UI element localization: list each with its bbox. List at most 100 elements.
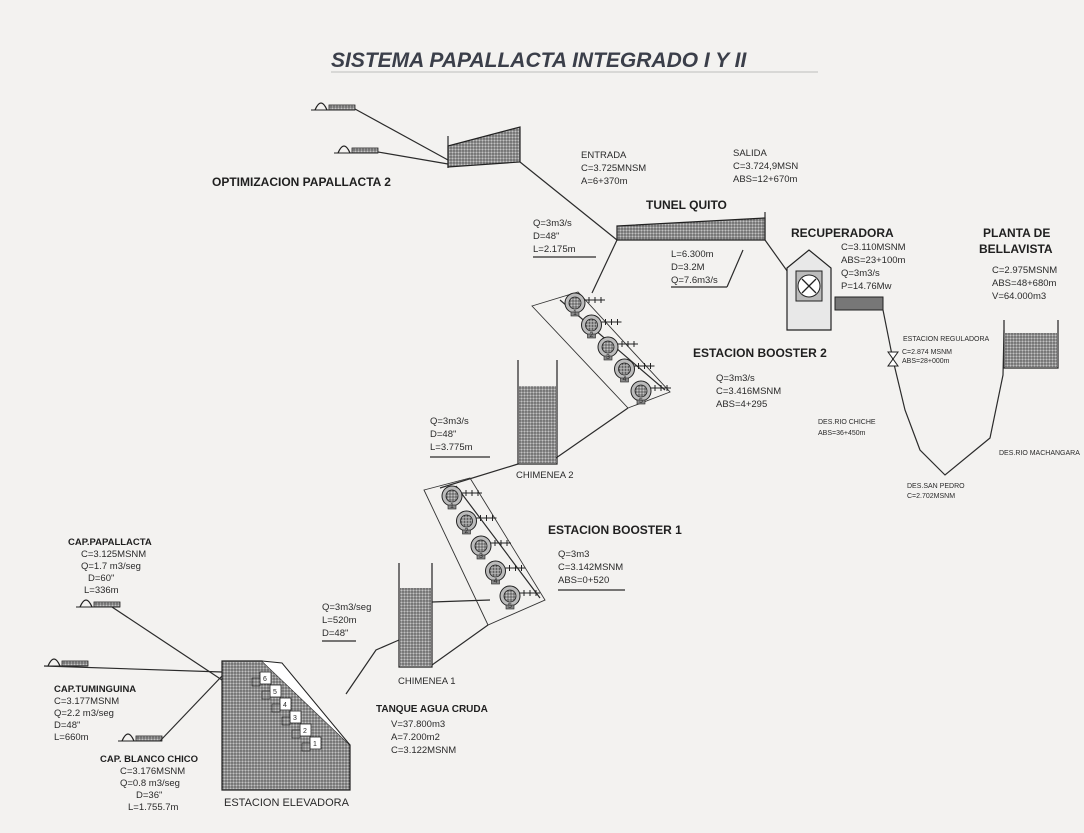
sanpedro-cota: C=2.702MSNM	[907, 493, 955, 500]
cap-papallacta-length: L=336m	[84, 585, 119, 596]
bellavista-title-1: PLANTA DE	[983, 226, 1050, 240]
pipe-opt-tunel	[519, 161, 618, 241]
chimenea1-tank	[400, 588, 431, 666]
sanpedro-title: DES.SAN PEDRO	[907, 483, 965, 490]
entrada-title: ENTRADA	[581, 150, 627, 161]
booster2-pump-icon	[581, 314, 622, 339]
booster2-pump-number: 5	[639, 398, 643, 405]
elevadora-building	[221, 660, 351, 791]
pipe-papallacta	[111, 606, 223, 681]
salida-abs: ABS=12+670m	[733, 174, 798, 185]
cap-tuminguina-flow: Q=2.2 m3/seg	[54, 708, 114, 719]
optimizacion-label: OPTIMIZACION PAPALLACTA 2	[212, 175, 391, 189]
pipe-low-length: L=520m	[322, 615, 357, 626]
booster1-pump-icon	[485, 560, 526, 585]
elevadora-pump-number: 5	[273, 689, 277, 696]
cap-tuminguina-cota: C=3.177MSNM	[54, 696, 119, 707]
pipe-top-diameter: D=48"	[533, 231, 559, 242]
pipe-to-bellavista	[882, 309, 1005, 476]
cap-papallacta-cota: C=3.125MSNM	[81, 549, 146, 560]
tanque-title: TANQUE AGUA CRUDA	[376, 704, 488, 715]
booster2-pump-icon	[614, 358, 655, 383]
chimenea2-label: CHIMENEA 2	[516, 470, 574, 481]
reguladora-title: ESTACION REGULADORA	[903, 336, 990, 343]
pipe-tuminguina	[43, 665, 223, 673]
cap-papallacta-flow: Q=1.7 m3/seg	[81, 561, 141, 572]
salida-cota: C=3.724,9MSN	[733, 161, 798, 172]
booster2-title: ESTACION BOOSTER 2	[693, 346, 827, 360]
chiche-title: DES.RIO CHICHE	[818, 419, 876, 426]
cap-tuminguina-diameter: D=48"	[54, 720, 80, 731]
booster2-pump-number: 1	[573, 310, 577, 317]
tunel-quito	[616, 217, 766, 241]
tunel-flow: Q=7.6m3/s	[671, 275, 718, 286]
entrada-abs: A=6+370m	[581, 176, 628, 187]
chimenea2-tank	[519, 386, 556, 463]
pipe-top-length: L=2.175m	[533, 244, 576, 255]
tunel-title: TUNEL QUITO	[646, 198, 727, 212]
pipe-blanco-chico	[159, 675, 223, 742]
machangara-title: DES.RIO MACHANGARA	[999, 450, 1080, 457]
bellavista-title-2: BELLAVISTA	[979, 242, 1053, 256]
recuperadora-flow: Q=3m3/s	[841, 268, 880, 279]
reguladora-abs: ABS=28+000m	[902, 358, 950, 365]
booster1-frame	[423, 477, 546, 626]
optimizacion-tank	[447, 126, 521, 168]
booster1-abs: ABS=0+520	[558, 575, 609, 586]
tanque-cota: C=3.122MSNM	[391, 745, 456, 756]
booster1-pump-number: 1	[450, 503, 454, 510]
booster1-pump-number: 4	[494, 578, 498, 585]
tanque-area: A=7.200m2	[391, 732, 440, 743]
pipe-mid-diameter: D=48"	[430, 429, 456, 440]
booster2-abs: ABS=4+295	[716, 399, 767, 410]
pipe-mid-length: L=3.775m	[430, 442, 473, 453]
cap-papallacta-diameter: D=60"	[88, 573, 114, 584]
intake-opt-2-icon	[333, 145, 379, 154]
intake-opt-1-icon	[310, 102, 356, 111]
pipe-mid-flow: Q=3m3/s	[430, 416, 469, 427]
pipe-top-flow: Q=3m3/s	[533, 218, 572, 229]
chiche-abs: ABS=36+450m	[818, 430, 866, 437]
pipe-opt-2	[377, 151, 449, 165]
elevadora-pump-icon	[261, 690, 271, 700]
booster1-pump-number: 2	[465, 528, 469, 535]
booster2-pump-icon	[597, 336, 639, 361]
booster2-flow: Q=3m3/s	[716, 373, 755, 384]
cap-tuminguina-length: L=660m	[54, 732, 89, 743]
booster2-cota: C=3.416MSNM	[716, 386, 781, 397]
elevadora-label: ESTACION ELEVADORA	[224, 797, 350, 809]
elevadora-pump-number: 1	[313, 741, 317, 748]
recuperadora-power: P=14.76Mw	[841, 281, 892, 292]
cap-blanco-length: L=1.755.7m	[128, 802, 179, 813]
cap-blanco-flow: Q=0.8 m3/seg	[120, 778, 180, 789]
tunel-diameter: D=3.2M	[671, 262, 705, 273]
elevadora-pump-icon	[251, 677, 261, 687]
bellavista-volume: V=64.000m3	[992, 291, 1046, 302]
recuperadora-outlet	[834, 296, 884, 311]
bellavista-tank	[1005, 333, 1057, 367]
cap-blanco-cota: C=3.176MSNM	[120, 766, 185, 777]
booster2-pump-number: 2	[590, 332, 594, 339]
elevadora-pump-number: 4	[283, 702, 287, 709]
entrada-cota: C=3.725MNSM	[581, 163, 646, 174]
booster1-cota: C=3.142MSNM	[558, 562, 623, 573]
bellavista-abs: ABS=48+680m	[992, 278, 1057, 289]
booster2-pump-number: 3	[606, 354, 610, 361]
recuperadora-cota: C=3.110MSNM	[841, 242, 906, 253]
elevadora-pump-number: 3	[293, 715, 297, 722]
pipe-low-flow: Q=3m3/seg	[322, 602, 371, 613]
recuperadora-title: RECUPERADORA	[791, 226, 894, 240]
booster2-pump-number: 4	[623, 376, 627, 383]
booster1-title: ESTACION BOOSTER 1	[548, 523, 682, 537]
booster2-pump-icon	[564, 292, 606, 317]
diagram-title: SISTEMA PAPALLACTA INTEGRADO I Y II	[331, 49, 748, 72]
elevadora-pump-icon	[271, 703, 281, 713]
bellavista-cota: C=2.975MSNM	[992, 265, 1057, 276]
cap-blanco-title: CAP. BLANCO CHICO	[100, 754, 198, 765]
valve-icon	[887, 351, 899, 367]
pipe-tunel-booster2	[591, 239, 618, 294]
booster1-pump-number: 3	[479, 553, 483, 560]
booster1-flow: Q=3m3	[558, 549, 589, 560]
